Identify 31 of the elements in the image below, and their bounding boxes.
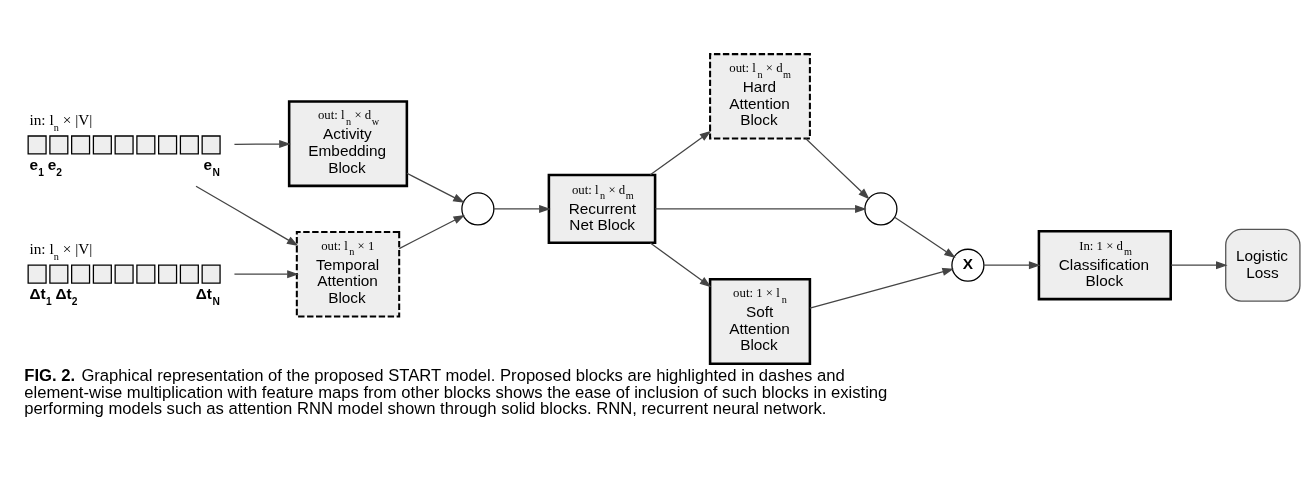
node-circle <box>461 192 495 226</box>
node-box: out: l$_{n}$ × d$_{w}$ Activity Embedding Block <box>287 100 409 188</box>
arrow <box>649 242 712 288</box>
node-box: out: l$_{n}$ × d$_{m}$ Hard Attention Block <box>709 53 811 140</box>
arrow <box>805 137 870 200</box>
node-box: out: 1 × l$_{n}$ Soft Attention Block <box>708 278 812 366</box>
arrow <box>233 140 291 149</box>
arrow <box>1170 261 1228 270</box>
node-circle: X <box>951 248 985 282</box>
arrow <box>809 267 954 309</box>
node-label: Δt$_{1}$ Δt$_{2}$ <box>29 285 78 307</box>
arrow <box>654 204 867 213</box>
arrow <box>195 185 299 246</box>
node-label: Δt$_{N}$ <box>195 285 220 307</box>
arrow <box>398 214 465 250</box>
arrow <box>894 216 956 258</box>
node-label: e$_{1}$ e$_{2}$ <box>29 156 62 178</box>
node-box: out: l$_{n}$ × d$_{m}$ Recurrent Net Block <box>547 173 657 245</box>
arrow <box>649 130 712 176</box>
node-box: out: l$_{n}$ × 1 Temporal Attention Block <box>295 230 401 318</box>
arrow <box>406 172 465 203</box>
node-box: In: 1 × d$_{m}$ Classification Block <box>1037 230 1172 301</box>
node-circle <box>864 192 898 226</box>
arrow <box>233 270 299 279</box>
node-label: in: l$_{n}$ × |V| <box>29 111 93 133</box>
node-box: Logistic Loss <box>1225 228 1301 302</box>
arrow <box>493 204 551 213</box>
node-label: e$_{N}$ <box>203 156 220 178</box>
arrow <box>983 261 1041 270</box>
node-label: in: l$_{n}$ × |V| <box>29 240 93 262</box>
caption: FIG. 2. Graphical representation of the proposed START model. Proposed blocks are highlighted in dashes and element-wise multiplication with feature maps from other blocks shows the ease of inclusion of such blocks in existing performing models such as attention RNN model shown through solid blocks. RNN, recurrent neural network. <box>24 365 888 419</box>
